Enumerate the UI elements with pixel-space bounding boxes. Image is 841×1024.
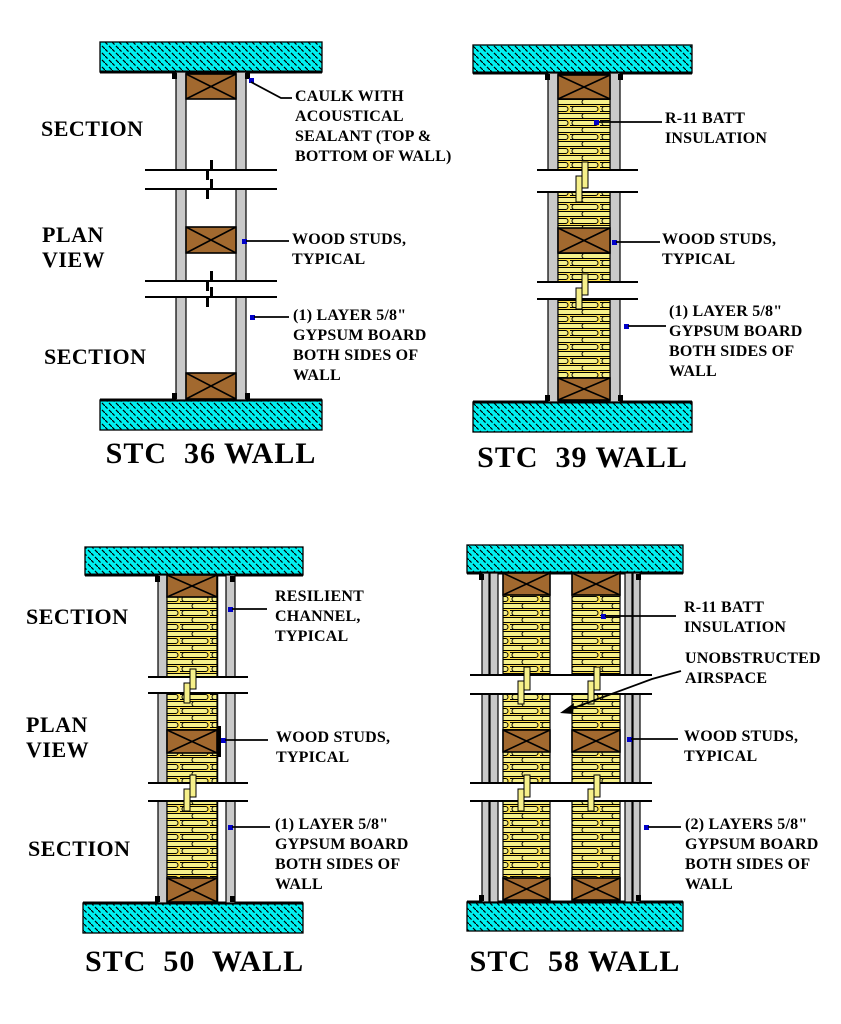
gypsum-board	[225, 574, 236, 904]
leader-dot	[228, 607, 233, 612]
floor-slab	[82, 902, 304, 934]
floor-slab	[472, 401, 693, 433]
leader-line	[250, 81, 292, 99]
gypsum-board	[235, 71, 247, 401]
gypsum-board	[489, 572, 499, 903]
stc50-wall-drawing	[82, 546, 304, 934]
note-gypsum-board: (1) LAYER 5/8" GYPSUM BOARD BOTH SIDES O…	[275, 816, 409, 893]
leader-dot	[627, 737, 632, 742]
ceiling-slab	[99, 41, 323, 73]
leader-dot	[249, 78, 254, 83]
wood-stud	[571, 572, 621, 596]
leader-dot	[250, 315, 255, 320]
wood-stud	[185, 73, 237, 100]
note-unobstructed-airspace: UNOBSTRUCTED AIRSPACE	[685, 650, 821, 687]
leader-line	[567, 670, 682, 711]
wood-stud	[502, 729, 551, 753]
leader-arrowhead	[560, 703, 574, 714]
ceiling-slab	[84, 546, 304, 576]
note-batt-insulation: R-11 BATT INSULATION	[665, 110, 768, 147]
plan-view-label: PLAN VIEW	[26, 712, 90, 762]
leader-dot	[242, 239, 247, 244]
leader-dot	[612, 240, 617, 245]
stc36-wall-drawing	[99, 41, 323, 431]
section-label-top: SECTION	[26, 604, 129, 629]
wood-stud	[166, 574, 218, 598]
wood-stud	[557, 74, 611, 100]
note-wood-studs: WOOD STUDS, TYPICAL	[276, 729, 391, 766]
stc39-wall-drawing	[472, 44, 693, 433]
panel-title-stc36: STC 36 WALL	[105, 437, 317, 470]
note-gypsum-board: (1) LAYER 5/8" GYPSUM BOARD BOTH SIDES O…	[293, 307, 427, 384]
panel-title-stc58: STC 58 WALL	[469, 945, 681, 978]
note-gypsum-board: (1) LAYER 5/8" GYPSUM BOARD BOTH SIDES O…	[669, 303, 803, 380]
gypsum-board	[547, 72, 559, 403]
note-wood-studs: WOOD STUDS, TYPICAL	[684, 728, 799, 765]
note-batt-insulation: R-11 BATT INSULATION	[684, 599, 787, 636]
note-gypsum-board: (2) LAYERS 5/8" GYPSUM BOARD BOTH SIDES …	[685, 816, 819, 893]
wood-stud	[185, 226, 237, 254]
stc58-wall-drawing	[466, 544, 684, 932]
note-wood-studs: WOOD STUDS, TYPICAL	[662, 231, 777, 268]
wood-stud	[502, 572, 551, 596]
wood-stud	[571, 729, 621, 753]
ceiling-slab	[472, 44, 693, 74]
note-caulk-sealant: CAULK WITH ACOUSTICAL SEALANT (TOP & BOT…	[295, 88, 452, 165]
break-symbol	[206, 160, 213, 307]
leader-dot	[228, 825, 233, 830]
gypsum-board	[157, 574, 168, 904]
gypsum-board	[481, 572, 490, 903]
wood-stud	[571, 877, 621, 901]
leader-dot	[601, 614, 606, 619]
panel-title-stc50: STC 50 WALL	[85, 945, 305, 978]
plan-view-label: PLAN VIEW	[42, 222, 106, 272]
insulation-break-tab	[183, 668, 197, 812]
gypsum-board	[632, 572, 641, 903]
leader-dot	[624, 324, 629, 329]
leader-dot	[221, 738, 226, 743]
note-resilient-channel: RESILIENT CHANNEL, TYPICAL	[275, 588, 364, 645]
section-label-bottom: SECTION	[28, 836, 131, 861]
resilient-channel-plan	[217, 726, 221, 757]
wood-stud	[166, 729, 218, 754]
insulation-break-tab	[517, 666, 601, 812]
wood-stud	[557, 377, 611, 401]
ceiling-slab	[466, 544, 684, 574]
wood-stud	[502, 877, 551, 901]
note-wood-studs: WOOD STUDS, TYPICAL	[292, 231, 407, 268]
wood-stud	[166, 877, 218, 903]
floor-slab	[99, 399, 323, 431]
wood-stud	[185, 372, 237, 400]
leader-dot	[644, 825, 649, 830]
panel-title-stc39: STC 39 WALL	[477, 441, 688, 474]
section-label-bottom: SECTION	[44, 344, 147, 369]
leader-dot	[594, 120, 599, 125]
floor-slab	[466, 901, 684, 932]
insulation-break-tab	[575, 161, 589, 310]
wood-stud	[557, 227, 611, 254]
section-label-top: SECTION	[41, 116, 144, 141]
gypsum-board	[175, 71, 187, 401]
